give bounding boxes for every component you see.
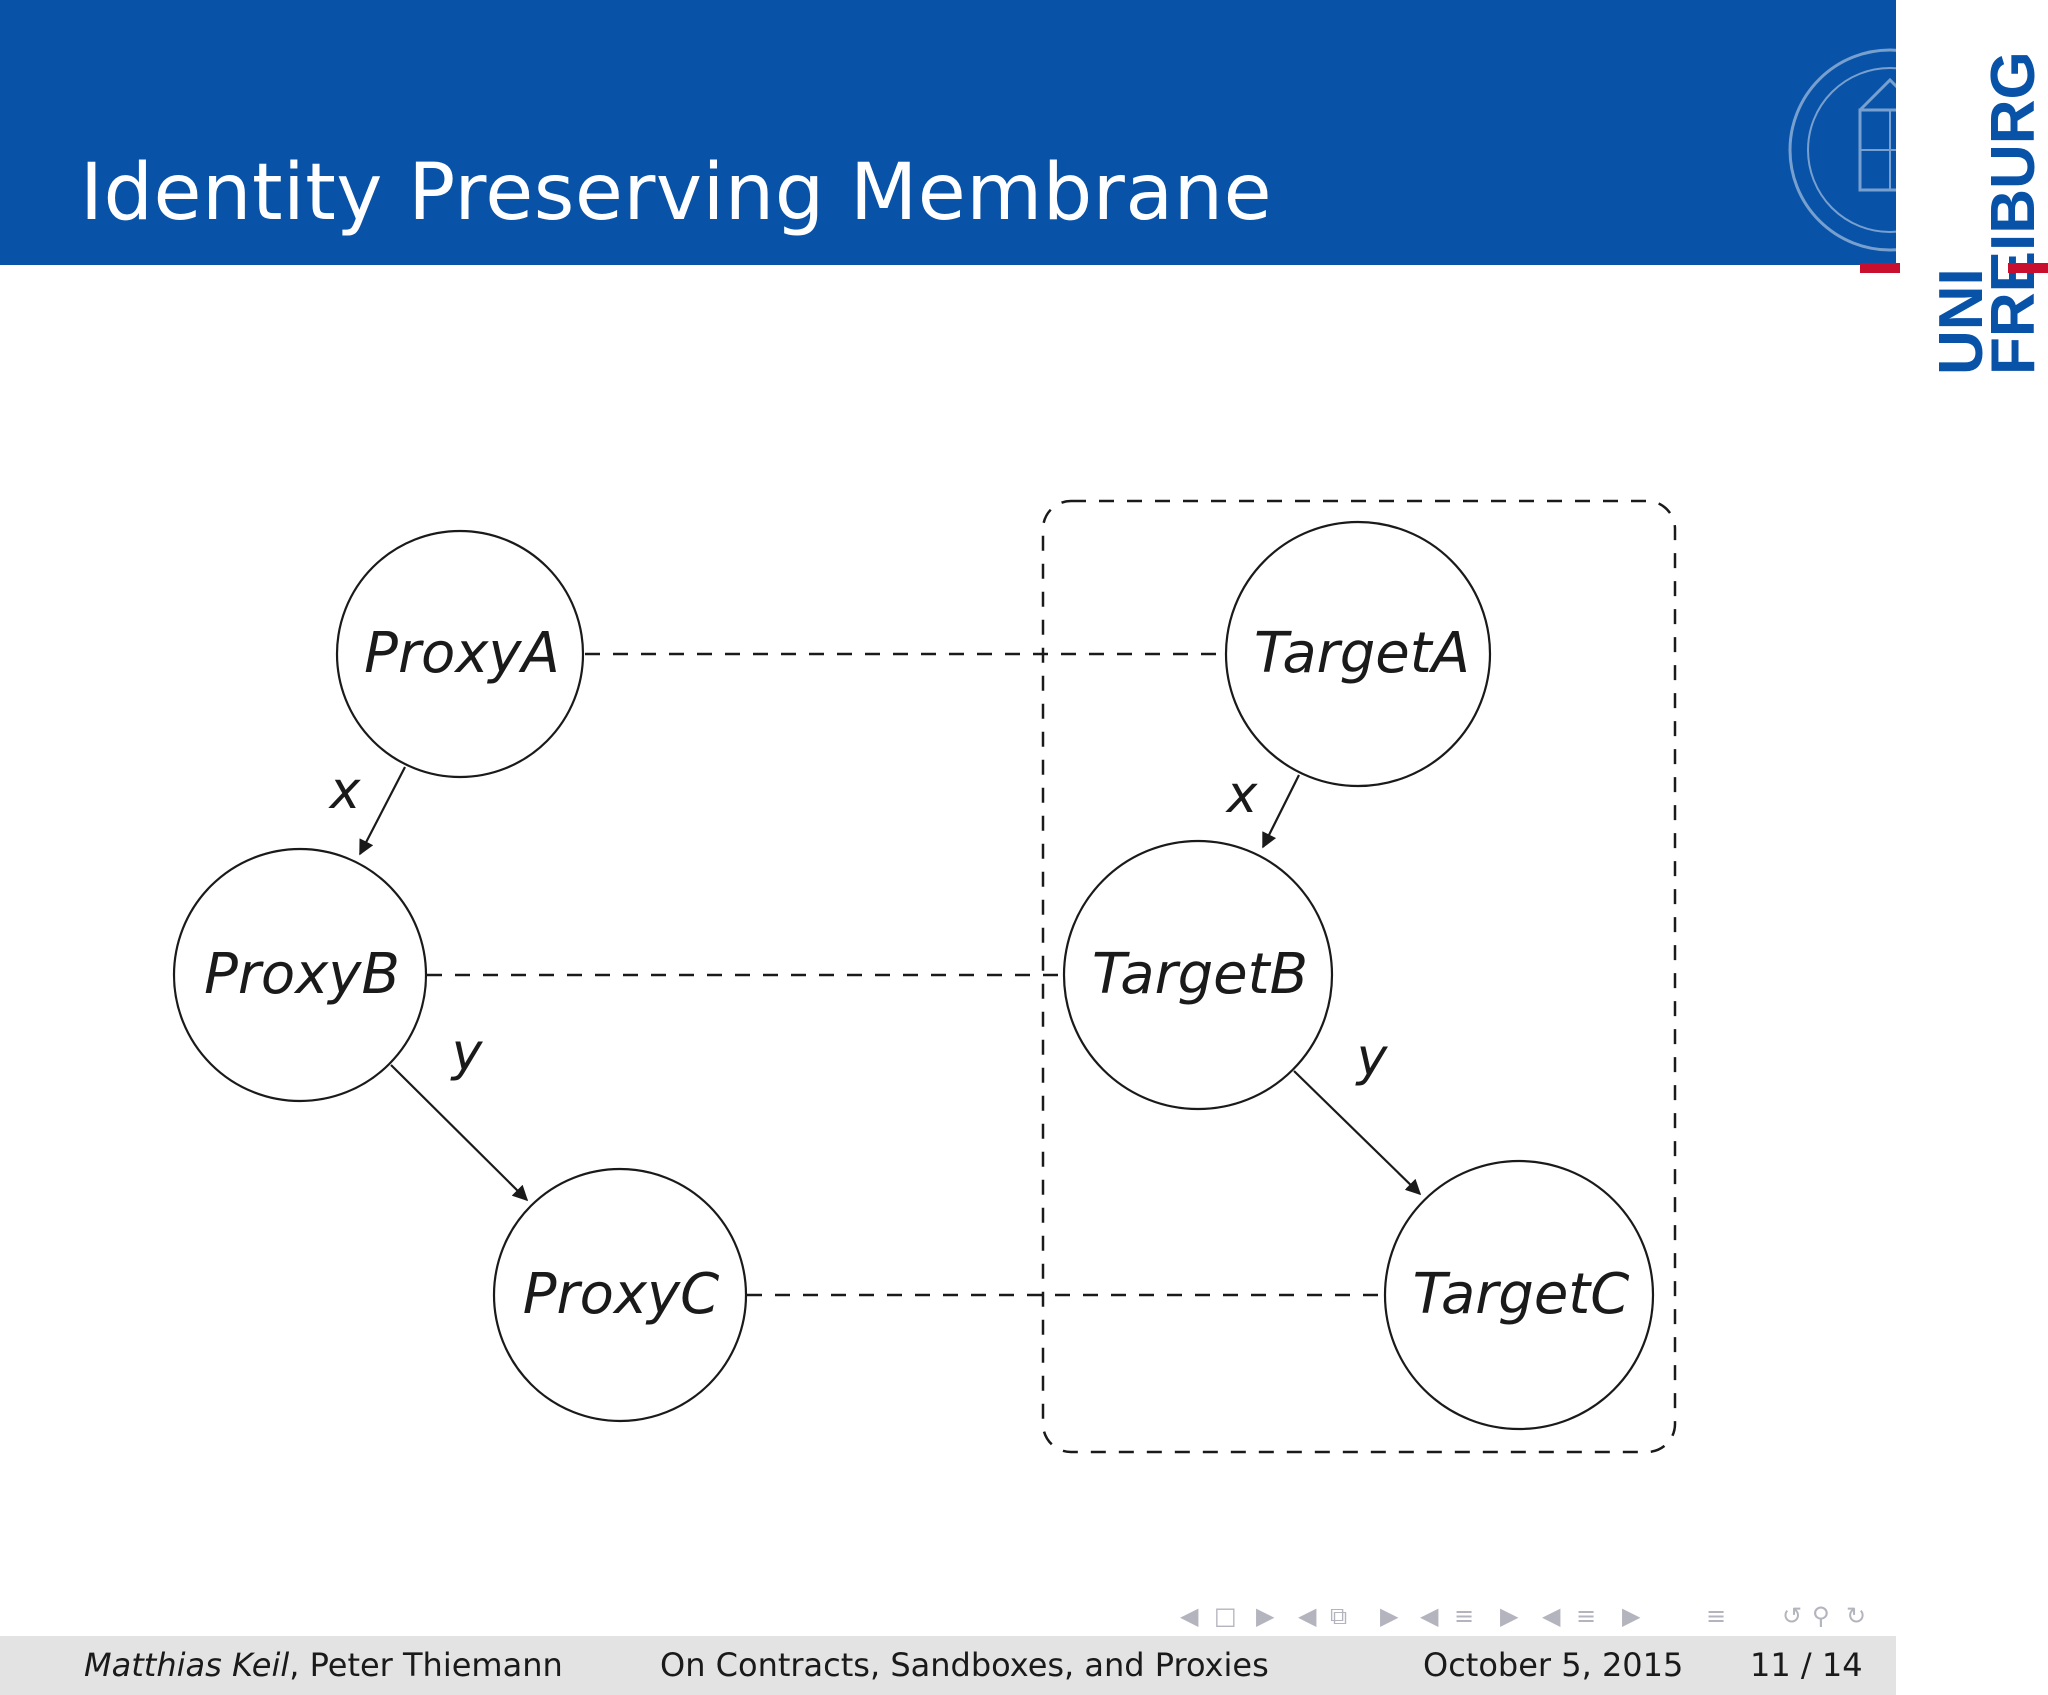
node-target-c: TargetC — [1383, 1159, 1655, 1431]
node-label: ProxyB — [204, 942, 400, 1007]
section-icon[interactable]: ≡ — [1454, 1602, 1475, 1630]
page-total: 14 — [1821, 1646, 1863, 1684]
footer-author-rest: , Peter Thiemann — [289, 1646, 563, 1684]
node-label: TargetB — [1092, 942, 1308, 1007]
navigation-bar: ◀ □ ▶ ◀ ⧉ ▶ ◀ ≡ ▶ ◀ ≡ ▶ ≡ ↺ ⚲ ↻ — [1170, 1598, 1900, 1634]
nav-right-icon[interactable]: ▶ — [1500, 1602, 1519, 1630]
nav-left-icon[interactable]: ◀ — [1542, 1602, 1561, 1630]
nav-right-icon[interactable]: ▶ — [1256, 1602, 1275, 1630]
redo-icon[interactable]: ↻ — [1846, 1602, 1867, 1630]
node-label: TargetC — [1413, 1262, 1630, 1327]
node-target-b: TargetB — [1062, 839, 1334, 1111]
membrane-boundary — [1041, 499, 1677, 1454]
footer-date: October 5, 2015 — [1423, 1646, 1684, 1684]
footer-authors: Matthias Keil, Peter Thiemann — [84, 1646, 563, 1684]
membrane-diagram: x y x y ProxyA ProxyB ProxyC TargetA Tar… — [172, 499, 1677, 1454]
footer-bar: Matthias Keil, Peter Thiemann On Contrac… — [0, 1636, 1896, 1695]
edge-proxy-a-b — [359, 766, 406, 856]
menu-icon[interactable]: ≡ — [1706, 1602, 1727, 1630]
edge-label-target-y: y — [1355, 1028, 1389, 1088]
node-label: ProxyA — [364, 621, 560, 686]
edge-target-a-b — [1262, 774, 1300, 849]
footer-author-first: Matthias Keil — [84, 1646, 290, 1684]
university-seal-icon — [1788, 48, 1992, 252]
edge-label-target-x: x — [1225, 765, 1259, 825]
node-proxy-a: ProxyA — [335, 529, 585, 779]
nav-left-icon[interactable]: ◀ — [1180, 1602, 1199, 1630]
logo-svg: UNI FREIBURG — [1788, 48, 2048, 375]
node-proxy-c: ProxyC — [492, 1167, 748, 1423]
nav-left-icon[interactable]: ◀ — [1420, 1602, 1439, 1630]
title-bar — [0, 0, 1896, 265]
logo-accent-right — [2008, 263, 2048, 273]
edge-label-proxy-x: x — [328, 761, 362, 821]
logo-accent-left — [1860, 263, 1900, 273]
nav-left-icon[interactable]: ◀ — [1298, 1602, 1317, 1630]
node-label: TargetA — [1254, 621, 1470, 686]
node-label: ProxyC — [523, 1262, 719, 1327]
edge-target-b-c — [1293, 1070, 1422, 1196]
nav-right-icon[interactable]: ▶ — [1380, 1602, 1399, 1630]
slide-title: Identity Preserving Membrane — [80, 148, 1273, 238]
node-proxy-b: ProxyB — [172, 847, 428, 1103]
undo-icon[interactable]: ↺ — [1782, 1602, 1803, 1630]
page-separator: / — [1800, 1646, 1812, 1684]
node-target-a: TargetA — [1224, 520, 1492, 788]
section-list-icon[interactable]: ≡ — [1576, 1602, 1597, 1630]
logo-uni: UNI — [1927, 268, 1996, 375]
logo-wordmark: UNI FREIBURG — [1927, 51, 2048, 375]
edge-proxy-b-c — [390, 1064, 529, 1202]
page-current: 11 — [1750, 1646, 1791, 1684]
search-icon[interactable]: ⚲ — [1812, 1602, 1830, 1630]
footer-talk-title: On Contracts, Sandboxes, and Proxies — [660, 1646, 1269, 1684]
subsection-icon[interactable]: ⧉ — [1330, 1602, 1348, 1630]
logo-freiburg: FREIBURG — [1979, 51, 2048, 375]
edge-label-proxy-y: y — [450, 1023, 484, 1083]
nav-right-icon[interactable]: ▶ — [1622, 1602, 1641, 1630]
frame-icon[interactable]: □ — [1214, 1602, 1237, 1630]
footer-page-number: 11 / 14 — [1750, 1646, 1863, 1684]
university-logo: UNI FREIBURG — [1760, 40, 2048, 390]
